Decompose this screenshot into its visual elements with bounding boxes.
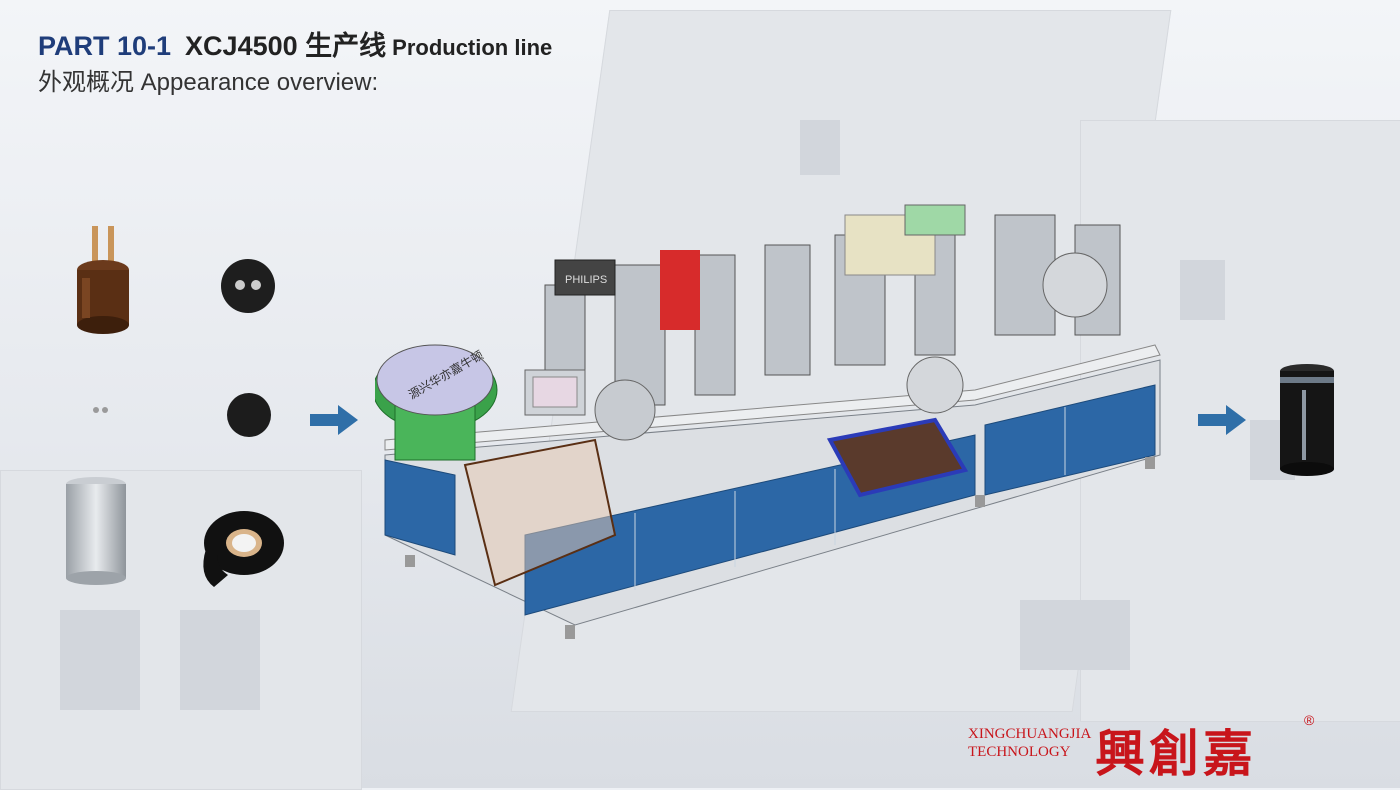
model-name: XCJ4500 生产线 — [185, 31, 387, 61]
part-number: PART 10-1 — [38, 31, 172, 61]
gasket-image — [227, 393, 271, 437]
production-line-machine-image: PHILIPS 源兴华亦嘉牛顿 — [375, 204, 1161, 639]
window — [60, 610, 140, 710]
rivet-image — [93, 407, 108, 413]
notice-board — [1020, 600, 1130, 670]
aluminum-can-image — [66, 477, 126, 585]
window — [800, 120, 840, 175]
rubber-cap-image — [221, 259, 275, 313]
model-name-en: Production line — [392, 35, 553, 60]
company-logo: XINGCHUANGJIA TECHNOLOGY 興創嘉 ® — [968, 712, 1328, 783]
capacitor-core-image — [77, 226, 129, 334]
finished-capacitor-image — [1280, 364, 1334, 476]
sleeve-tape-roll-image — [203, 511, 284, 587]
logo-cn: 興創嘉 — [1095, 724, 1257, 783]
window — [1180, 260, 1225, 320]
flow-arrow-out-icon — [1198, 405, 1246, 435]
window — [180, 610, 260, 710]
registered-mark: ® — [1304, 712, 1315, 728]
logo-en-line2: TECHNOLOGY — [968, 744, 1071, 760]
panel-label: PHILIPS — [565, 274, 607, 286]
flow-arrow-in-icon — [310, 405, 358, 435]
logo-en-line1: XINGCHUANGJIA — [968, 726, 1092, 742]
page-subtitle: 外观概况 Appearance overview: — [38, 69, 379, 96]
